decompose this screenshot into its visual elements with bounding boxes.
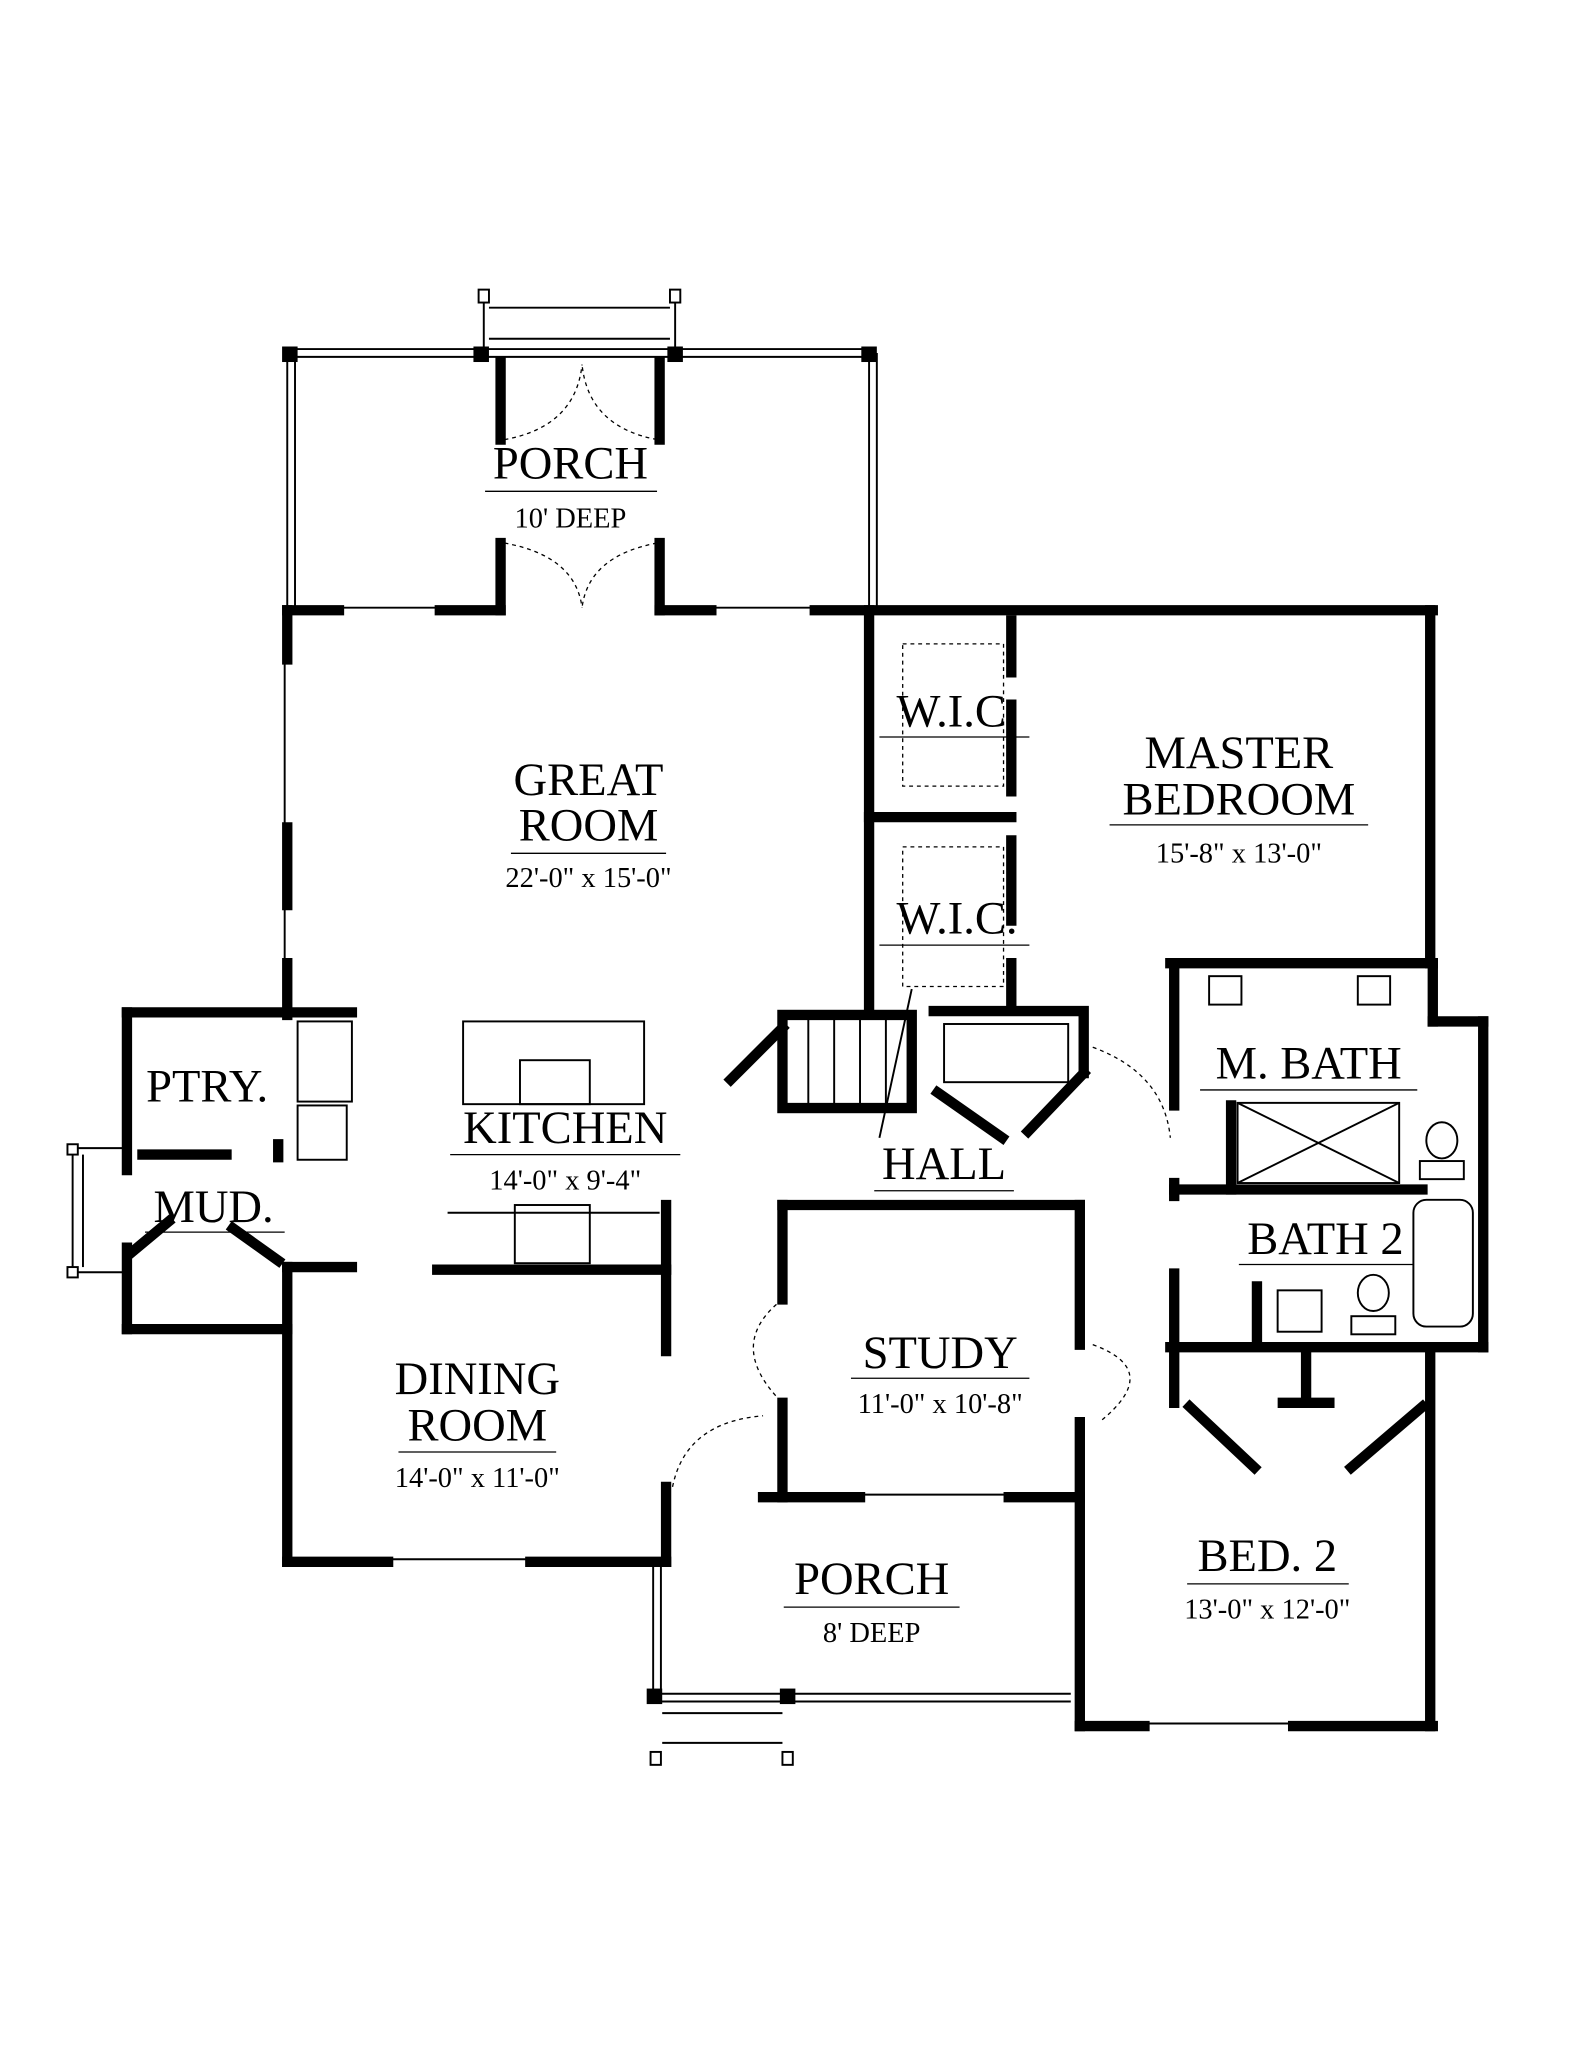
great-room-label-2: ROOM [519, 800, 659, 851]
dining-room-label-2: ROOM [408, 1400, 548, 1451]
master-bedroom-dim: 15'-8" x 13'-0" [1156, 838, 1322, 869]
bed-2-dim: 13'-0" x 12'-0" [1184, 1595, 1350, 1626]
study-label: STUDY [863, 1328, 1018, 1379]
great-room-label-1: GREAT [514, 755, 664, 806]
hall-label: HALL [882, 1139, 1006, 1190]
master-bedroom-label-2: BEDROOM [1123, 775, 1356, 826]
study-dim: 11'-0" x 10'-8" [858, 1389, 1023, 1420]
pantry-label: PTRY. [146, 1062, 268, 1113]
room-labels: PORCH 10' DEEP GREAT ROOM 22'-0" x 15'-0… [145, 438, 1418, 1649]
porch-rear-dim: 8' DEEP [823, 1618, 921, 1649]
walls [66, 288, 1489, 1766]
master-bedroom-label-1: MASTER [1144, 728, 1333, 779]
wic-1-label: W.I.C. [896, 687, 1017, 738]
porch-rear-label: PORCH [794, 1554, 949, 1605]
mud-label: MUD. [153, 1182, 273, 1233]
wic-2-label: W.I.C. [896, 893, 1017, 944]
dining-room-label-1: DINING [395, 1354, 560, 1405]
dining-room-dim: 14'-0" x 11'-0" [395, 1463, 560, 1494]
m-bath-label: M. BATH [1216, 1038, 1402, 1089]
bath-2-label: BATH 2 [1247, 1214, 1403, 1265]
great-room-dim: 22'-0" x 15'-0" [505, 863, 671, 894]
kitchen-label: KITCHEN [463, 1103, 667, 1154]
bed-2-label: BED. 2 [1198, 1531, 1338, 1582]
porch-front-dim: 10' DEEP [515, 504, 627, 535]
porch-front-label: PORCH [493, 438, 648, 489]
kitchen-dim: 14'-0" x 9'-4" [489, 1165, 641, 1196]
